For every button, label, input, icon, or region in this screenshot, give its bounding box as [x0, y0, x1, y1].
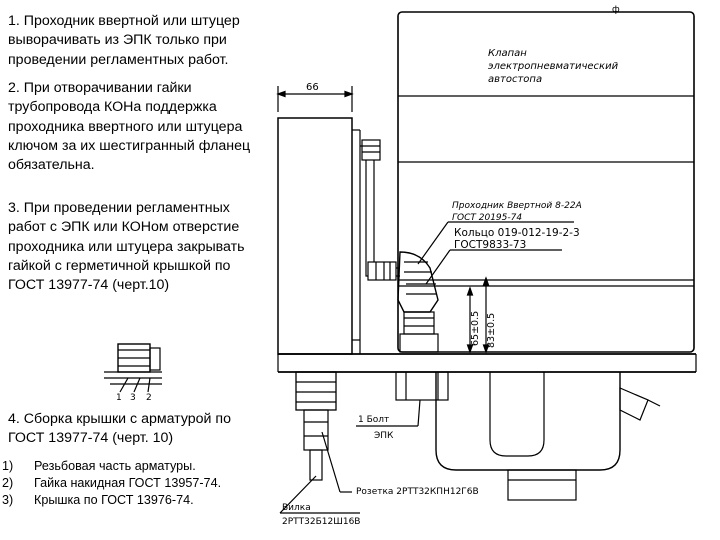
- fig-number-1: 1: [116, 393, 122, 403]
- valve-body: ф Клапан электропневматический автостопа: [397, 5, 695, 353]
- adapter-label-line1: Проходник Ввертной 8-22А: [452, 201, 582, 211]
- plug-label-line1: Вилка: [282, 503, 311, 513]
- height-dimensions: 65±0.5 83±0.5: [466, 276, 497, 354]
- valve-label-line2: электропневматический: [488, 61, 619, 72]
- list-item: 3)Крышка по ГОСТ 13976-74.: [2, 492, 194, 507]
- bolt-label-line1: 1 Болт: [358, 415, 389, 425]
- list-item: 1)Резьбовая часть арматуры.: [2, 459, 196, 473]
- adapter-label-line2: ГОСТ 20195-74: [452, 213, 522, 223]
- valve-label-line1: Клапан: [488, 48, 527, 59]
- connector-plug: [295, 371, 337, 481]
- note-4: 4. Сборка крышки с арматурой по ГОСТ 139…: [8, 411, 231, 447]
- ring-label-line2: ГОСТ9833-73: [454, 239, 526, 251]
- lower-callouts: 1 Болт ЭПК Розетка 2РТТ32КПН12Г6В Вилка …: [279, 399, 479, 527]
- fig-number-2: 2: [146, 393, 152, 403]
- fig-number-3: 3: [130, 393, 136, 403]
- list-item: 2)Гайка накидная ГОСТ 13957-74.: [2, 475, 222, 490]
- mounting-bracket: 66: [276, 82, 361, 355]
- top-mark: ф: [612, 5, 620, 15]
- ring-label-line1: Кольцо 019-012-19-2-3: [454, 227, 580, 239]
- callouts: Проходник Ввертной 8-22А ГОСТ 20195-74 К…: [417, 201, 582, 285]
- lower-housing: [395, 371, 661, 501]
- valve-label-line3: автостопа: [488, 74, 542, 85]
- parts-list: 1)Резьбовая часть арматуры. 2)Гайка наки…: [2, 458, 221, 508]
- dim-83-label: 83±0.5: [486, 313, 497, 348]
- dim-65-label: 65±0.5: [470, 311, 481, 346]
- pipe: [360, 139, 400, 281]
- note-2: 2. При отворачивании гайки трубопровода …: [8, 80, 251, 174]
- plug-label-line2: 2РТТ32Б12Ш16В: [282, 517, 360, 527]
- bolt-label-line2: ЭПК: [374, 431, 394, 441]
- note-3: 3. При проведении регламентных работ с Э…: [8, 200, 245, 294]
- socket-label: Розетка 2РТТ32КПН12Г6В: [356, 487, 479, 497]
- cap-assembly-figure: 1 3 2: [104, 343, 162, 403]
- dim-66-label: 66: [306, 82, 319, 93]
- adapter-fitting: [397, 251, 439, 353]
- base-plate: [277, 353, 697, 373]
- note-1: 1. Проходник ввертной или штуцер выворач…: [8, 13, 240, 68]
